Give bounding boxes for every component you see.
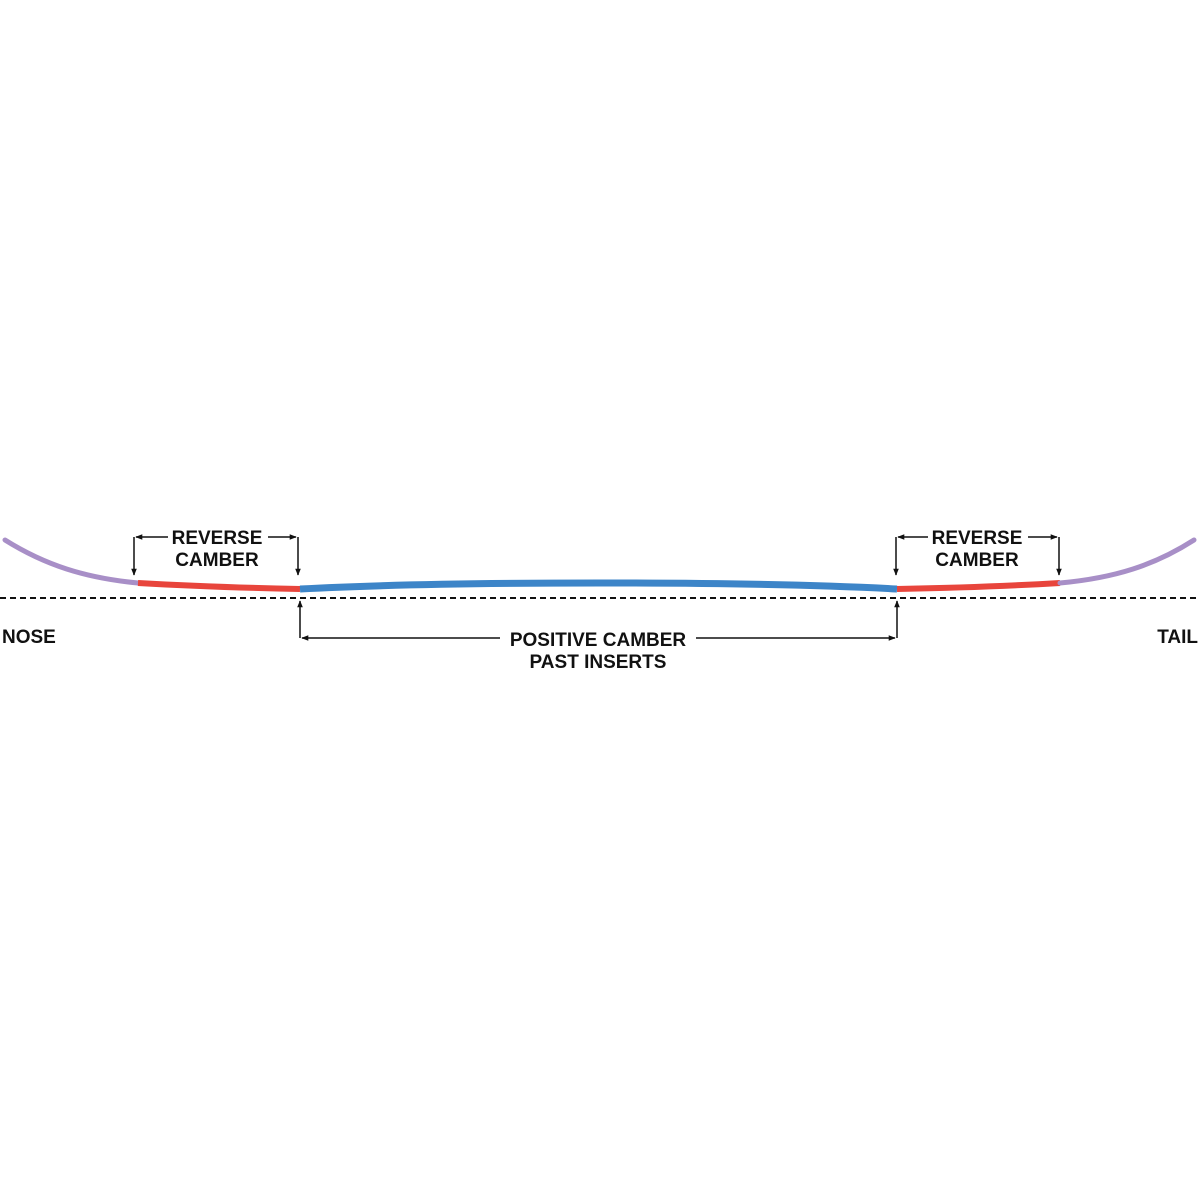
positive-camber-label-line2: PAST INSERTS: [530, 652, 667, 673]
left-reverse-camber-bracket: REVERSE CAMBER: [131, 528, 301, 576]
right-reverse-camber-label-line1: REVERSE: [932, 528, 1023, 549]
positive-camber-bracket: POSITIVE CAMBER PAST INSERTS: [297, 600, 900, 673]
right-reverse-camber-bracket: REVERSE CAMBER: [893, 528, 1062, 576]
left-reverse-camber-label-line2: CAMBER: [175, 550, 259, 571]
tail-label: TAIL: [1157, 627, 1198, 648]
nose-label: NOSE: [2, 627, 56, 648]
right-reverse-camber-label-line2: CAMBER: [935, 550, 1019, 571]
left-reverse-camber-label-line1: REVERSE: [172, 528, 263, 549]
nose-reverse-camber-segment: [137, 580, 301, 592]
tail-reverse-camber-segment: [896, 580, 1061, 592]
tail-tip-segment: [1057, 537, 1197, 586]
positive-camber-segment: [299, 579, 898, 593]
nose-tip-segment: [2, 537, 141, 586]
positive-camber-label-line1: POSITIVE CAMBER: [510, 630, 687, 651]
